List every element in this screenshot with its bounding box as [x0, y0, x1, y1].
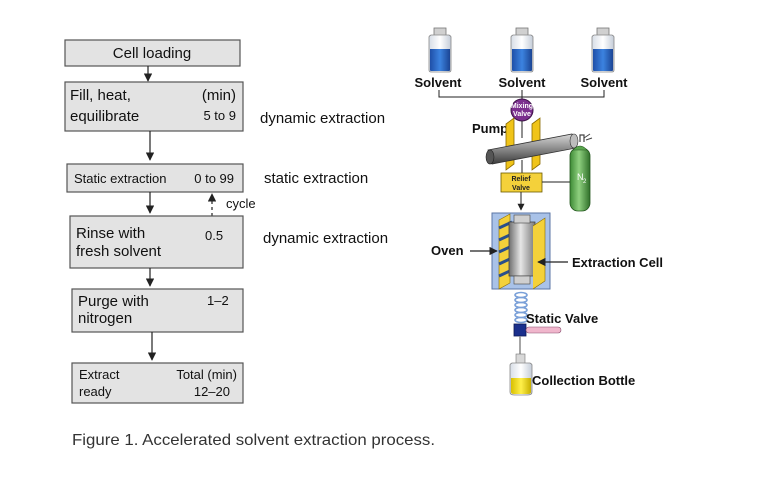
- mixing-valve: Mixing Valve: [510, 98, 534, 122]
- step-extract-ready: Extract ready Total (min) 12–20: [71, 362, 244, 404]
- oven-label: Oven: [431, 243, 464, 258]
- apparatus-diagram: Solvent Solvent Solvent Mixing Valve Pum…: [415, 27, 663, 396]
- step-time: 0 to 99: [194, 171, 234, 186]
- solvent-label-2: Solvent: [499, 75, 547, 90]
- phase-label-dynamic-2: dynamic extraction: [263, 230, 388, 247]
- phase-label-static: static extraction: [264, 170, 368, 187]
- pump: [485, 117, 579, 171]
- phase-label-dynamic: dynamic extraction: [260, 110, 385, 127]
- static-valve: [513, 323, 562, 337]
- step-time: 5 to 9: [203, 108, 236, 123]
- relief-valve-label-2: Valve: [512, 185, 530, 192]
- step-rinse: Rinse with fresh solvent 0.5: [69, 215, 244, 269]
- solvent-label-1: Solvent: [415, 75, 463, 90]
- solvent-label-3: Solvent: [581, 75, 629, 90]
- step-box: [64, 81, 244, 132]
- step-box: [66, 163, 244, 193]
- step-label: Fill, heat,: [70, 87, 131, 104]
- step-label: Purge with: [78, 293, 149, 310]
- collection-bottle-label: Collection Bottle: [532, 373, 635, 388]
- step-label: Cell loading: [113, 45, 191, 62]
- cooling-coil: [514, 291, 528, 324]
- solvent-bottle-1: [428, 27, 452, 73]
- cycle-label: cycle: [226, 196, 256, 211]
- mixing-valve-label-2: Valve: [513, 111, 531, 118]
- step-time: 12–20: [194, 384, 230, 399]
- step-box: [64, 39, 241, 67]
- step-box: [69, 215, 244, 269]
- step-label-line2: nitrogen: [78, 310, 132, 327]
- solvent-bottle-3: [591, 27, 615, 73]
- step-box: [71, 362, 244, 404]
- process-flowchart: Cell loading Fill, heat, equilibrate (mi…: [64, 39, 256, 404]
- pump-label: Pump: [472, 121, 508, 136]
- step-label-line2: ready: [79, 384, 112, 399]
- oven: [491, 212, 551, 290]
- step-cell-loading: Cell loading: [64, 39, 241, 67]
- figure-caption: Figure 1. Accelerated solvent extraction…: [72, 432, 435, 449]
- step-label: Static extraction: [74, 171, 167, 186]
- step-label: Extract: [79, 367, 120, 382]
- step-purge: Purge with nitrogen 1–2: [71, 288, 244, 333]
- n2-label: N: [577, 172, 584, 182]
- solvent-lines: [438, 90, 605, 98]
- step-label: Rinse with: [76, 225, 145, 242]
- step-fill-heat-equilibrate: Fill, heat, equilibrate (min) 5 to 9: [64, 81, 244, 132]
- collection-bottle: [509, 353, 533, 396]
- extraction-cell-label: Extraction Cell: [572, 255, 663, 270]
- mixing-valve-label: Mixing: [511, 103, 533, 110]
- step-time: 1–2: [207, 293, 229, 308]
- step-label-line2: equilibrate: [70, 108, 139, 125]
- relief-valve-label: Relief: [511, 176, 531, 183]
- static-valve-label: Static Valve: [526, 311, 598, 326]
- step-time: 0.5: [205, 228, 223, 243]
- n2-subscript: 2: [583, 179, 587, 185]
- step-label-line2: fresh solvent: [76, 243, 162, 260]
- solvent-bottle-2: [510, 27, 534, 73]
- relief-valve: Relief Valve: [500, 172, 543, 193]
- step-unit: (min): [202, 87, 236, 104]
- step-box: [71, 288, 244, 333]
- nitrogen-cylinder: N 2: [569, 133, 593, 212]
- step-unit: Total (min): [176, 367, 237, 382]
- step-static-extraction: Static extraction 0 to 99: [66, 163, 244, 193]
